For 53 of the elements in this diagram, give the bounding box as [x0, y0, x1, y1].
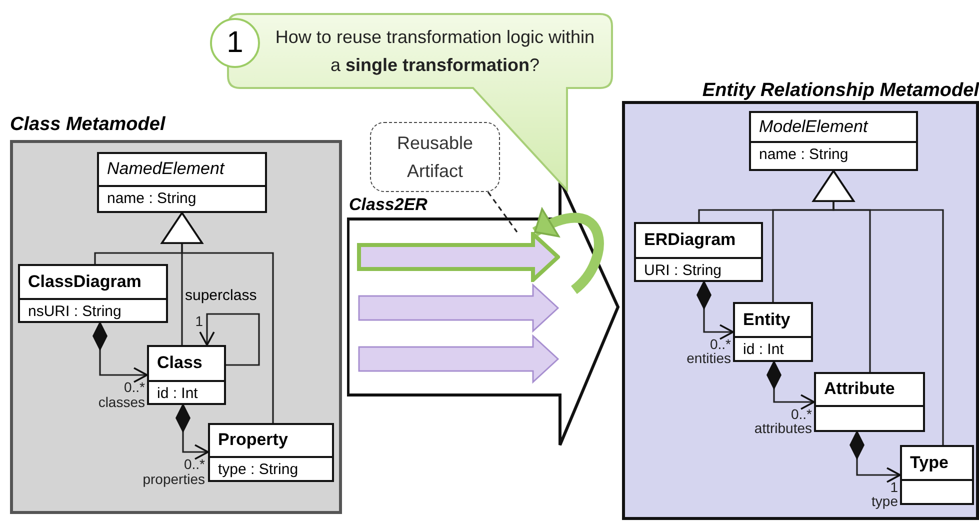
role-name: classes — [98, 395, 145, 409]
role-name: properties — [142, 472, 205, 486]
class-box — [814, 372, 925, 432]
class-name: ERDiagram — [636, 224, 761, 259]
composition-connector — [696, 281, 734, 340]
attribute-text: id : Int — [742, 340, 785, 360]
class-name: Class — [149, 347, 224, 382]
multiplicity: 1 — [195, 314, 203, 328]
panel-title: Entity Relationship Metamodel — [702, 80, 979, 102]
callout-tail — [487, 192, 518, 232]
class-name: Property — [210, 425, 332, 458]
panel-title: Class Metamodel — [10, 114, 166, 136]
composition-connector — [766, 361, 815, 410]
multiplicity: 0..* — [710, 337, 731, 351]
composition-connector — [176, 404, 209, 460]
association-arrow — [199, 313, 260, 366]
role-name: type — [872, 494, 898, 508]
role-name: entities — [686, 351, 731, 365]
attribute-text: name : String — [758, 145, 850, 165]
class-box — [147, 345, 226, 405]
multiplicity: 0..* — [124, 380, 145, 394]
class-box — [208, 423, 334, 482]
class-box — [900, 445, 974, 505]
role-name: attributes — [754, 421, 812, 435]
question-text: How to reuse transformation logic within a single transformation? — [274, 26, 596, 77]
class-name: Entity — [735, 304, 811, 338]
multiplicity: 1 — [890, 480, 898, 494]
edge-label: superclass — [185, 289, 257, 303]
step-number: 1 — [210, 18, 260, 68]
multiplicity: 0..* — [184, 457, 205, 471]
class-box — [634, 222, 763, 282]
attribute-text: id : Int — [156, 384, 199, 404]
class-box — [18, 264, 168, 323]
generalization-connector — [812, 170, 944, 445]
attribute-text: name : String — [106, 189, 198, 209]
attribute-text: nsURI : String — [27, 302, 122, 322]
callout-box: Reusable Artifact — [370, 122, 500, 192]
class-name: ClassDiagram — [20, 266, 166, 300]
class-name: NamedElement — [99, 154, 265, 187]
multiplicity: 0..* — [790, 407, 812, 421]
composition-connector — [92, 322, 148, 383]
composition-connector — [850, 431, 901, 483]
generalization-connector — [161, 212, 274, 423]
class-name: ModelElement — [751, 113, 916, 143]
class-name: Type — [902, 447, 972, 481]
arrow-title: Class2ER — [349, 195, 428, 215]
class-box — [749, 111, 918, 171]
attribute-text: type : String — [217, 460, 300, 480]
class-box — [97, 152, 267, 213]
curved-arrow — [532, 208, 604, 294]
attribute-text: URI : String — [643, 261, 723, 281]
class-name: Attribute — [816, 374, 923, 407]
class-box — [733, 302, 813, 362]
